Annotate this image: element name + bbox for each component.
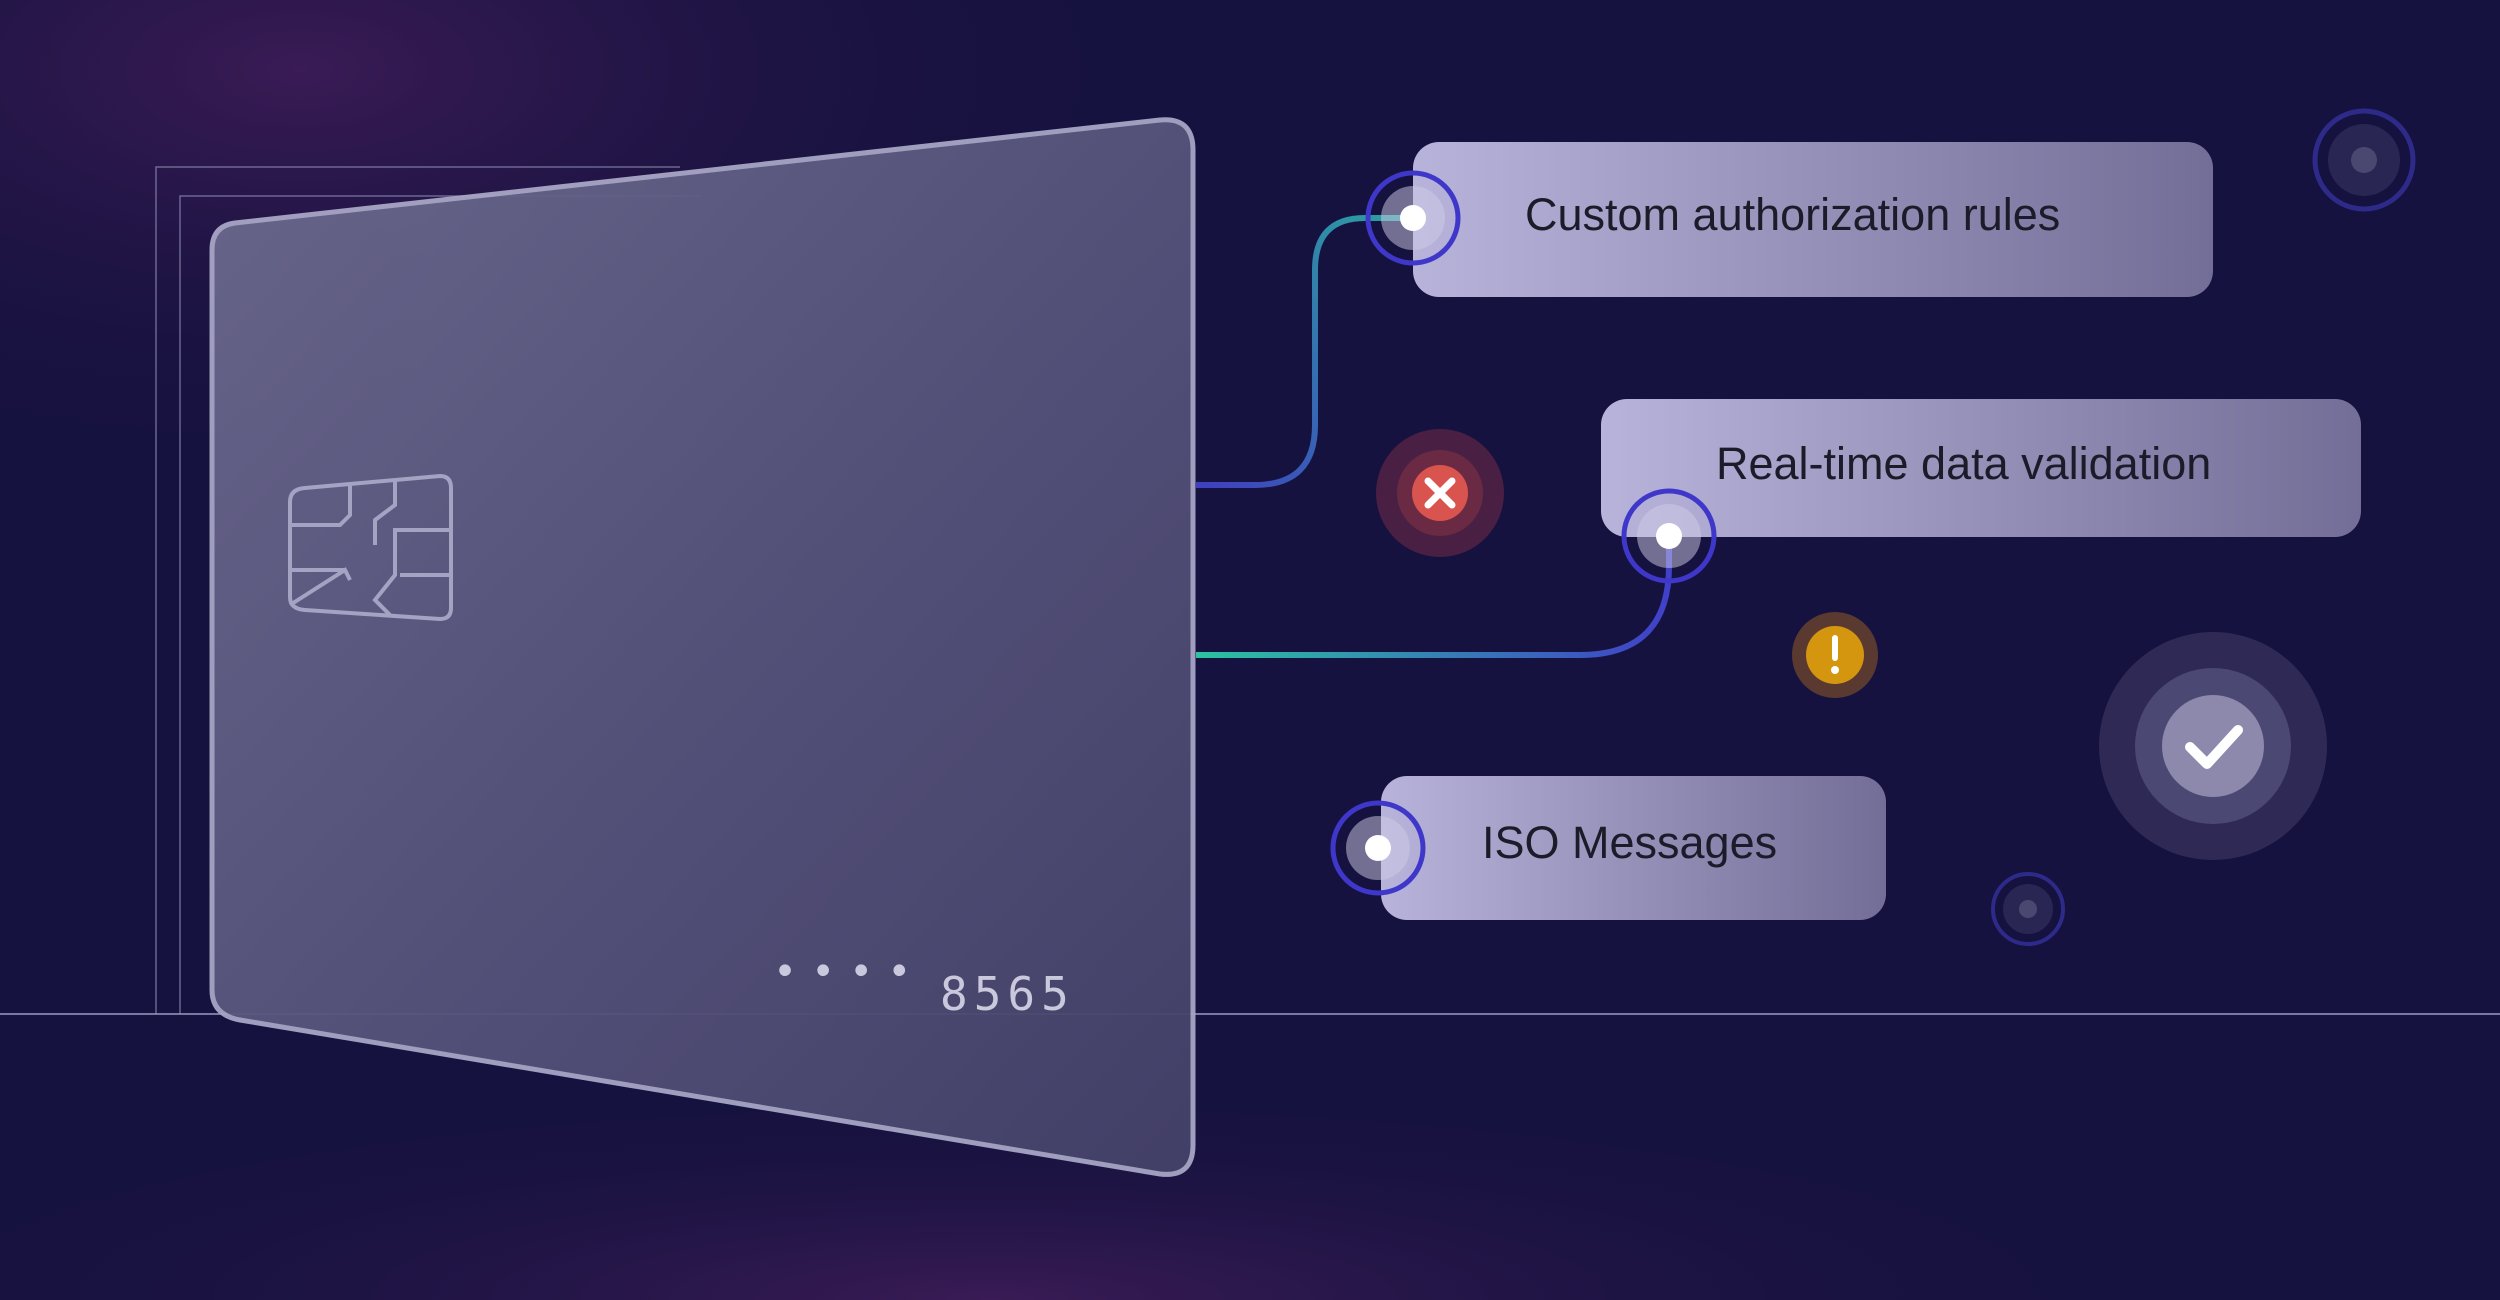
node-validation	[1621, 488, 1717, 584]
target-dot-icon	[2312, 108, 2416, 212]
chip-icon	[288, 473, 453, 622]
target-dot-icon-small	[1991, 872, 2065, 946]
feature-label: ISO Messages	[1482, 817, 1777, 868]
feature-data-validation: Real-time data validation	[1601, 399, 2361, 537]
payment-card: •••• 8565	[209, 117, 1196, 1177]
feature-label: Custom authorization rules	[1525, 189, 2060, 240]
masked-card-dots: ••••	[773, 949, 925, 995]
feature-label: Real-time data validation	[1716, 438, 2211, 489]
error-x-icon	[1376, 429, 1504, 557]
feature-authorization-rules: Custom authorization rules	[1413, 142, 2213, 297]
connector-line-authorization	[1196, 215, 1413, 488]
card-last-digits: 8565	[940, 967, 1075, 1021]
connector-line-validation	[1196, 536, 1672, 658]
node-iso	[1330, 800, 1426, 896]
success-check-icon	[2099, 632, 2327, 860]
feature-iso-messages: ISO Messages	[1381, 776, 1886, 920]
warning-exclamation-icon	[1792, 612, 1878, 698]
node-authorization	[1365, 170, 1461, 266]
